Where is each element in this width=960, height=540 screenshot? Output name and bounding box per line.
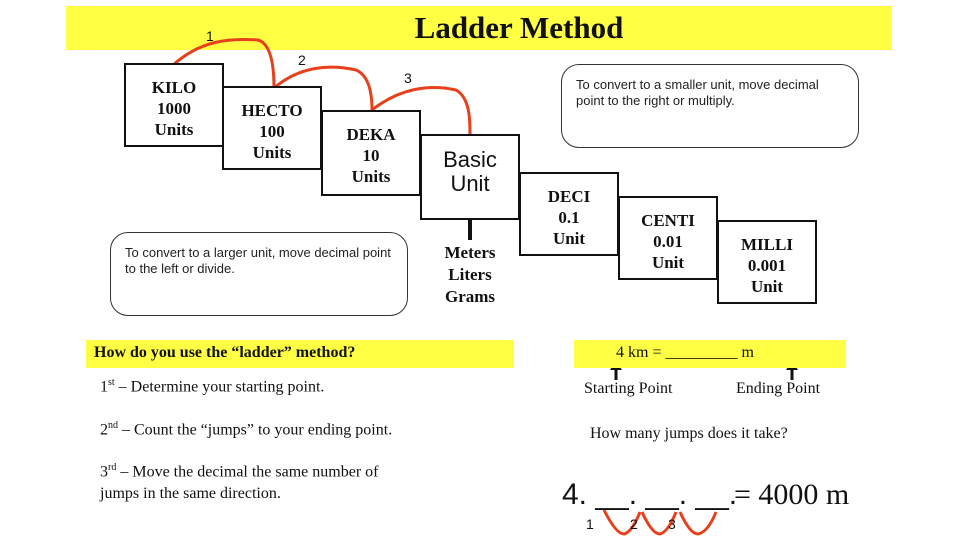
- step-2: 2nd – Count the “jumps” to your ending p…: [100, 415, 392, 441]
- basic-line1: Basic: [443, 147, 497, 172]
- step-3-text: – Move the decimal the same number of: [116, 463, 379, 481]
- deci-value: 0.1: [558, 208, 580, 227]
- jump-arc-1: [170, 37, 276, 89]
- jumps-question: How many jumps does it take?: [590, 425, 788, 442]
- milli-unit: Unit: [750, 277, 784, 296]
- step-2-ord: 2: [100, 421, 108, 439]
- answer-jump-1: [602, 509, 642, 536]
- answer-right: = 4000 m: [734, 478, 850, 511]
- equation-highlight: [574, 340, 846, 368]
- milli-name: MILLI: [741, 235, 793, 254]
- callout-smaller-unit: To convert to a smaller unit, move decim…: [561, 64, 859, 148]
- basic-units-list: Meters Liters Grams: [424, 242, 516, 308]
- ending-point-label: Ending Point: [736, 380, 821, 397]
- answer-jump-3: [678, 511, 718, 536]
- jump-number-2: 2: [298, 52, 306, 68]
- answer-left: 4. __. __. __.: [562, 478, 738, 511]
- answer-jump-label-2: 2: [630, 516, 638, 532]
- question-heading: How do you use the “ladder” method?: [94, 344, 356, 361]
- callout-larger-unit: To convert to a larger unit, move decima…: [110, 232, 408, 316]
- centi-value: 0.01: [653, 232, 683, 251]
- centi-unit: Unit: [651, 253, 685, 272]
- question-highlight: [86, 340, 514, 368]
- kilo-value: 1000: [157, 99, 191, 118]
- step-1-ord: 1: [100, 378, 108, 396]
- deci-name: DECI: [547, 187, 591, 206]
- step-2-text: – Count the “jumps” to your ending point…: [118, 421, 393, 439]
- hecto-name: HECTO: [241, 101, 303, 120]
- step-1: 1st – Determine your starting point.: [100, 372, 324, 398]
- jump-number-1: 1: [206, 28, 214, 44]
- jump-arc-2: [273, 65, 374, 111]
- answer-jump-2: [640, 511, 678, 536]
- hecto-unit: Units: [252, 143, 292, 162]
- step-3-sup: rd: [108, 462, 117, 473]
- jump-arc-3: [371, 86, 472, 135]
- box-deci: DECI 0.1 Unit: [519, 172, 619, 256]
- box-milli: MILLI 0.001 Unit: [717, 220, 817, 304]
- answer-jump-label-3: 3: [668, 516, 676, 532]
- unit-grams: Grams: [444, 287, 496, 306]
- step-1-sup: st: [108, 377, 115, 388]
- kilo-unit: Units: [154, 120, 194, 139]
- kilo-name: KILO: [151, 78, 197, 97]
- answer-jump-label-1: 1: [586, 516, 594, 532]
- milli-value: 0.001: [747, 256, 787, 275]
- box-centi: CENTI 0.01 Unit: [618, 196, 718, 280]
- basic-line2: Unit: [450, 171, 490, 196]
- hecto-value: 100: [259, 122, 285, 141]
- box-basic-unit: Basic Unit: [420, 134, 520, 220]
- step-3-ord: 3: [100, 463, 108, 481]
- box-kilo: KILO 1000 Units: [124, 63, 224, 147]
- deka-name: DEKA: [346, 125, 396, 144]
- step-3: 3rd – Move the decimal the same number o…: [100, 457, 378, 505]
- page-title: Ladder Method: [414, 10, 624, 45]
- centi-name: CENTI: [641, 211, 695, 230]
- starting-point-label: Starting Point: [584, 380, 673, 397]
- box-hecto: HECTO 100 Units: [222, 86, 322, 170]
- jump-number-3: 3: [404, 70, 412, 86]
- deka-unit: Units: [351, 167, 391, 186]
- callout-larger-text: To convert to a larger unit, move decima…: [125, 245, 391, 276]
- example-equation: 4 km = _________ m: [616, 344, 754, 361]
- unit-meters: Meters: [444, 243, 496, 262]
- step-3-text2: jumps in the same direction.: [100, 485, 281, 503]
- step-2-sup: nd: [108, 420, 118, 431]
- unit-liters: Liters: [448, 265, 492, 284]
- deci-unit: Unit: [552, 229, 586, 248]
- deka-value: 10: [362, 146, 380, 165]
- title-bar: [66, 6, 892, 50]
- callout-smaller-text: To convert to a smaller unit, move decim…: [576, 77, 819, 108]
- step-1-text: – Determine your starting point.: [114, 378, 325, 396]
- box-deka: DEKA 10 Units: [321, 110, 421, 196]
